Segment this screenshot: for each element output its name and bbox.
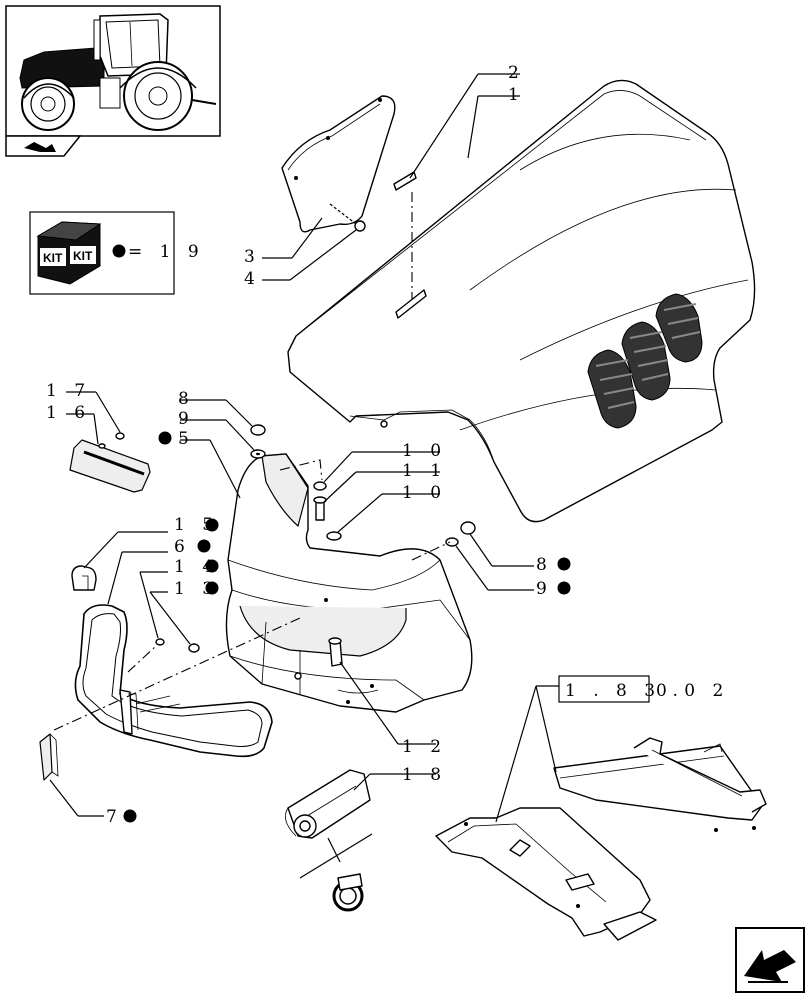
part-washer-8-9-top xyxy=(250,424,266,459)
reference-bracket-assembly xyxy=(435,737,767,941)
callout-12: 1 2 xyxy=(402,737,447,757)
hood-vent-grilles xyxy=(587,293,703,429)
optional-marker-8 xyxy=(557,557,571,571)
kit-reference-number: = 1 9 xyxy=(128,242,205,262)
section-reference: 1 . 8 3 . 0 0 2 xyxy=(495,675,729,823)
part-reflector-7 xyxy=(39,617,301,781)
callout-13: 1 3 xyxy=(174,579,219,599)
callout-6: 6 xyxy=(174,537,191,557)
kit-label-2: KIT xyxy=(73,249,93,263)
callout-2: 2 xyxy=(508,63,525,83)
leader-lines xyxy=(49,73,534,817)
callout-10-b: 1 0 xyxy=(402,483,447,503)
callout-8-right: 8 xyxy=(536,555,553,575)
part-side-panel xyxy=(281,95,396,233)
optional-marker-5 xyxy=(158,431,172,445)
callout-14: 1 4 xyxy=(174,557,219,577)
part-front-nose xyxy=(225,453,473,713)
callout-18: 1 8 xyxy=(402,765,447,785)
callout-16: 1 6 xyxy=(46,403,91,423)
optional-marker-6 xyxy=(197,539,211,553)
callout-9-right: 9 xyxy=(536,579,553,599)
kit-reference-box: KIT KIT = 1 9 xyxy=(29,211,205,295)
callout-11: 1 1 xyxy=(402,461,447,481)
callout-9-top: 9 xyxy=(178,409,195,429)
part-bolt-10-11 xyxy=(279,459,342,541)
callout-15: 1 5 xyxy=(174,515,219,535)
callout-4: 4 xyxy=(244,269,261,289)
part-washer-8-9-right xyxy=(411,521,476,561)
callout-8-top: 8 xyxy=(178,389,195,409)
part-screw-13-14 xyxy=(127,638,200,673)
next-page-arrow-icon[interactable] xyxy=(735,927,805,993)
optional-marker-7 xyxy=(123,809,137,823)
part-clip-18 xyxy=(284,769,373,879)
optional-marker-15 xyxy=(205,518,219,532)
callout-7: 7 xyxy=(106,807,123,827)
tractor-thumbnail xyxy=(5,5,221,157)
kit-label-1: KIT xyxy=(43,251,63,265)
part-brand-plate xyxy=(69,432,151,493)
callout-1: 1 xyxy=(508,85,525,105)
kit-box-icon: KIT KIT xyxy=(36,221,102,285)
optional-marker-14 xyxy=(205,559,219,573)
callout-17: 1 7 xyxy=(46,381,91,401)
section-reference-suffix: 0 0 2 xyxy=(656,681,729,701)
callout-labels: 2 1 3 4 1 7 1 6 8 9 5 1 0 1 1 1 0 1 5 6 … xyxy=(46,63,571,827)
kit-marker-dot xyxy=(112,244,126,258)
part-hood xyxy=(287,79,756,523)
callout-3: 3 xyxy=(244,247,261,267)
callout-10-a: 1 0 xyxy=(402,441,447,461)
part-bolt-12 xyxy=(328,637,343,667)
callout-5: 5 xyxy=(178,429,195,449)
part-bolt-4 xyxy=(329,203,366,232)
part-hose-clamp xyxy=(332,873,364,912)
part-front-guard xyxy=(74,604,273,758)
section-reference-box: 1 . 8 3 . xyxy=(565,681,684,701)
optional-marker-9 xyxy=(557,581,571,595)
part-clip-15 xyxy=(71,565,97,591)
optional-marker-13 xyxy=(205,581,219,595)
